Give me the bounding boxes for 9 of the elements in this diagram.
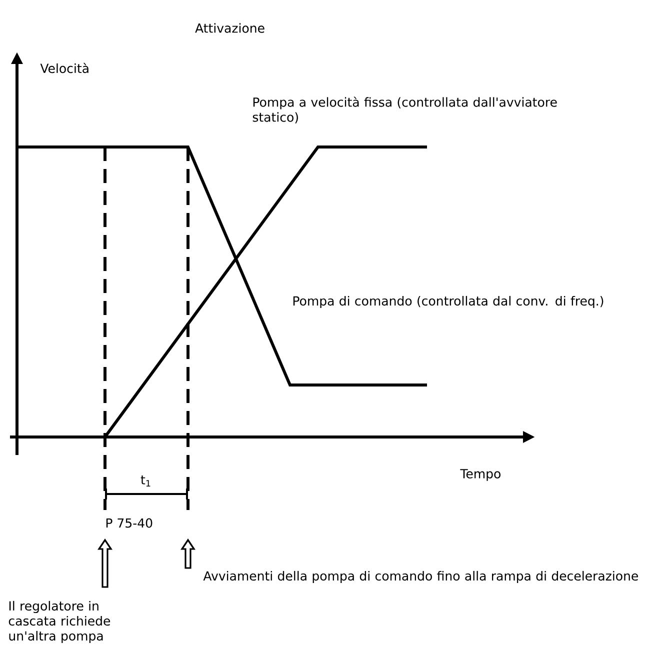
curve-label: Pompa di comando (controllata dal conv. di freq.)	[293, 296, 604, 308]
note-text: Il regolatore in cascata richiede un'altra pompa	[8, 600, 110, 644]
curve-label: Pompa a velocità fissa (controllata dall'avviatore statico)	[252, 96, 557, 124]
note-text: Avviamenti della pompa di comando fino alla rampa di decelerazione	[203, 570, 638, 584]
axis-label: Tempo	[460, 469, 500, 481]
parameter-label: P 75-40	[106, 518, 152, 528]
diagram-title: Attivazione	[195, 23, 264, 33]
axis-label: Velocità	[40, 62, 88, 74]
dimension-label: t$_{1}$	[140, 475, 150, 487]
